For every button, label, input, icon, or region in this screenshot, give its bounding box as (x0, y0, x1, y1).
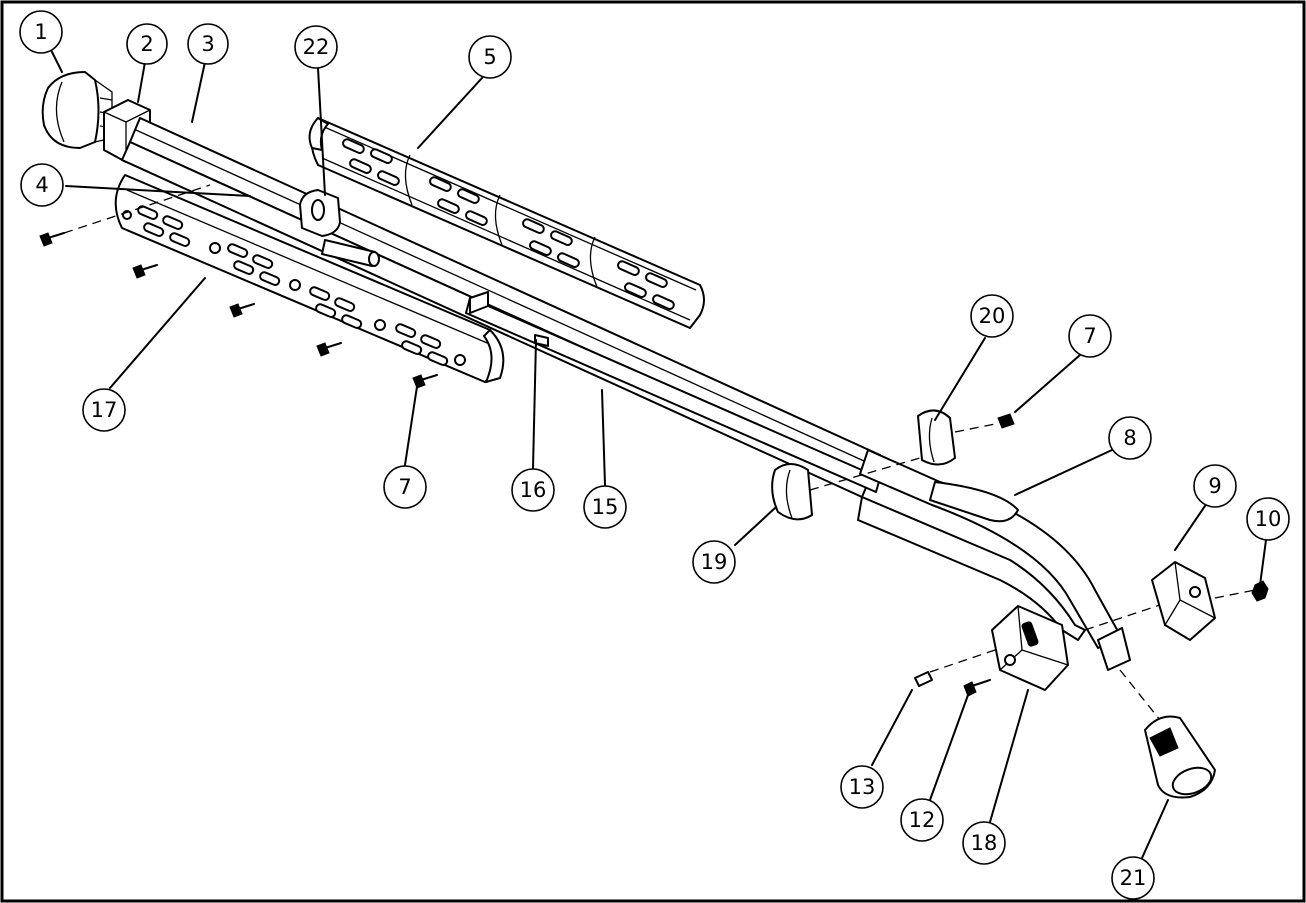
screws-left (39, 184, 438, 389)
callout-8-text: 8 (1123, 426, 1136, 450)
callout-17: 17 (82, 388, 126, 432)
callout-22: 22 (294, 25, 338, 69)
callout-10-text: 10 (1255, 507, 1282, 531)
callout-7-left-text: 7 (398, 475, 411, 499)
callout-7-right-text: 7 (1083, 324, 1096, 348)
callout-4-text: 4 (35, 173, 48, 197)
callout-13: 13 (840, 765, 884, 809)
part-19-clip (771, 463, 813, 521)
callout-20-text: 20 (979, 304, 1006, 328)
part-12-screw (963, 679, 991, 697)
callout-20: 20 (970, 294, 1014, 338)
leader-dash-19 (809, 454, 931, 491)
callout-18-text: 18 (971, 831, 998, 855)
callout-17-text: 17 (91, 398, 118, 422)
callout-5: 5 (468, 35, 512, 79)
callout-12: 12 (900, 798, 944, 842)
callout-1: 1 (19, 10, 63, 54)
callout-22-text: 22 (303, 35, 330, 59)
callout-10: 10 (1246, 497, 1290, 541)
callout-9: 9 (1193, 464, 1237, 508)
callout-2-text: 2 (140, 32, 153, 56)
callout-15: 15 (583, 485, 627, 529)
callout-3: 3 (187, 23, 229, 65)
part-15-lower-bar (465, 291, 881, 493)
part-18-block (991, 605, 1069, 691)
part-10-nut (1251, 580, 1269, 602)
callout-1-text: 1 (34, 20, 47, 44)
part-17-lower-panel (114, 174, 505, 383)
callout-21-text: 21 (1120, 866, 1147, 890)
callout-16: 16 (511, 468, 555, 512)
callout-7-right: 7 (1068, 314, 1112, 358)
leader-dash-18 (929, 649, 996, 673)
leader-dash-21 (1119, 669, 1161, 721)
part-4-clamp (299, 189, 341, 237)
callout-8: 8 (1108, 416, 1152, 460)
part-7-screw-right (997, 413, 1015, 429)
callout-3-text: 3 (201, 32, 214, 56)
callout-9-text: 9 (1208, 474, 1221, 498)
callout-21: 21 (1111, 856, 1155, 900)
callout-16-text: 16 (520, 478, 547, 502)
part-13-pin (914, 671, 933, 687)
leader-dash-9 (1084, 604, 1161, 631)
callout-7-left: 7 (383, 465, 427, 509)
part-5-upper-rail-panel (308, 117, 705, 329)
part-21-nozzle (1144, 715, 1216, 799)
leader-dash-10 (1214, 589, 1256, 599)
part-20-clip (917, 409, 956, 466)
callout-12-text: 12 (909, 808, 936, 832)
callout-18: 18 (962, 821, 1006, 865)
part-1-end-cap (41, 71, 113, 149)
callout-4: 4 (20, 163, 64, 207)
callout-19: 19 (692, 540, 736, 584)
leader-lines (49, 47, 1267, 859)
callout-15-text: 15 (592, 495, 619, 519)
callout-2: 2 (126, 23, 168, 65)
leader-dash-20 (954, 423, 996, 433)
callout-19-text: 19 (701, 550, 728, 574)
part-9-bracket (1151, 561, 1216, 641)
callout-13-text: 13 (849, 775, 876, 799)
part-8-bent-tube (857, 449, 1131, 671)
callout-5-text: 5 (483, 45, 496, 69)
